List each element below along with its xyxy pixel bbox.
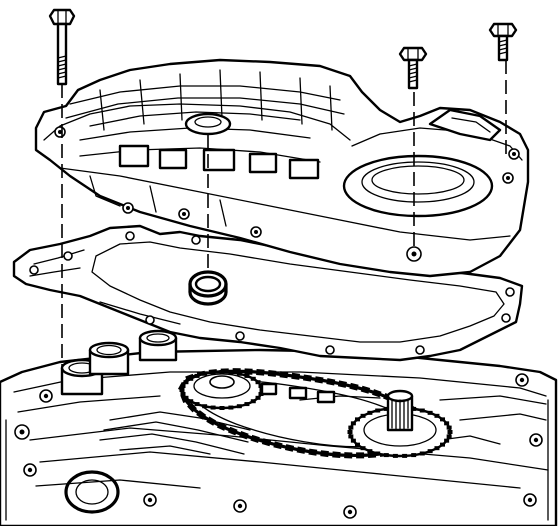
sprocket-tooth <box>350 438 356 443</box>
alignment-lines <box>61 60 507 368</box>
sprocket-tooth <box>419 408 425 413</box>
chain-link <box>308 448 318 456</box>
sprocket-tooth <box>210 405 216 410</box>
sprocket-tooth <box>202 404 208 409</box>
sprocket-tooth <box>194 373 200 378</box>
sprocket-tooth <box>402 453 408 458</box>
sprocket-tooth <box>444 421 450 426</box>
chain-link <box>227 426 238 436</box>
sprocket-tooth <box>180 392 186 397</box>
sprocket-tooth <box>210 370 216 375</box>
chain-link <box>267 369 277 377</box>
sprocket-tooth <box>347 430 353 434</box>
sprocket-tooth <box>348 425 354 430</box>
sprocket-tooth <box>383 453 389 458</box>
chain-link <box>206 416 217 426</box>
sprocket-tooth <box>244 373 250 378</box>
sprocket-tooth <box>392 453 398 458</box>
sprocket-tooth <box>360 413 366 418</box>
chain-link <box>332 451 341 459</box>
sprocket-tooth <box>250 399 256 404</box>
chain-link <box>261 438 272 447</box>
valve-body-cover <box>34 58 530 278</box>
sprocket-tooth <box>255 380 261 385</box>
chain-link <box>279 371 289 379</box>
sprocket-tooth <box>367 410 373 415</box>
chain-link <box>302 374 312 382</box>
sprocket-tooth <box>440 442 446 447</box>
chain-link <box>216 422 227 431</box>
sprocket-tooth <box>236 371 242 376</box>
sprocket-tooth <box>375 408 381 413</box>
sprocket-tooth <box>367 449 373 454</box>
sprocket-tooth <box>188 399 194 404</box>
sprocket-tooth <box>219 370 225 374</box>
chain-link <box>250 434 260 443</box>
sprocket-tooth <box>419 451 425 456</box>
sprocket-tooth <box>446 434 452 439</box>
sprocket-tooth <box>383 406 389 411</box>
sprocket-tooth <box>236 404 242 409</box>
chain-link <box>291 372 301 380</box>
sprocket-tooth <box>447 430 453 434</box>
drive-sprocket <box>179 370 265 410</box>
chain-link <box>196 410 207 420</box>
sprocket-tooth <box>440 417 446 422</box>
chain-link <box>239 431 249 440</box>
sprocket-tooth <box>202 371 208 376</box>
sprocket-tooth <box>354 442 360 447</box>
sprocket-tooth <box>427 410 433 415</box>
transmission-case <box>0 329 558 526</box>
sprocket-tooth <box>255 395 261 400</box>
sprocket-tooth <box>411 406 417 411</box>
sprocket-tooth <box>360 446 366 451</box>
sprocket-tooth <box>228 405 234 410</box>
bolt-long <box>48 8 76 86</box>
sprocket-tooth <box>250 376 256 381</box>
sprocket-tooth <box>350 421 356 426</box>
chain-link <box>372 389 382 398</box>
sprocket-tooth <box>179 388 185 392</box>
chain-link <box>314 376 324 384</box>
chain-link <box>273 441 283 450</box>
chain-link <box>326 378 336 386</box>
bolt-short-center <box>398 46 428 90</box>
chain-link <box>284 444 295 452</box>
chain-link <box>344 452 353 459</box>
chain-link <box>360 385 371 394</box>
sprocket-tooth <box>434 446 440 451</box>
sprocket-tooth <box>434 413 440 418</box>
sprocket-tooth <box>219 406 225 410</box>
sprocket-tooth <box>228 370 234 375</box>
chain-link <box>356 452 365 459</box>
sprocket-tooth <box>446 425 452 430</box>
sprocket-tooth <box>427 449 433 454</box>
bolt-short-right <box>488 22 518 62</box>
chain-link <box>320 450 329 458</box>
chain-link <box>296 446 306 454</box>
chain-link <box>187 402 197 413</box>
sprocket-tooth <box>188 376 194 381</box>
sprocket-tooth <box>244 402 250 407</box>
chain-link <box>337 380 347 388</box>
case-bores <box>60 329 178 396</box>
sprocket-tooth <box>183 395 189 400</box>
sprocket-tooth <box>180 383 186 388</box>
driven-sprocket <box>347 389 453 458</box>
sprocket-tooth <box>444 438 450 443</box>
sprocket-tooth <box>348 434 354 439</box>
sprocket-tooth <box>375 451 381 456</box>
sprocket-tooth <box>354 417 360 422</box>
sprocket-tooth <box>183 380 189 385</box>
chain-link <box>349 382 359 391</box>
seal-ring <box>188 270 228 306</box>
chain-link <box>256 368 265 376</box>
sprocket-tooth <box>411 453 417 458</box>
chain-link <box>244 368 253 375</box>
gasket <box>12 224 524 362</box>
sprocket-tooth <box>194 402 200 407</box>
